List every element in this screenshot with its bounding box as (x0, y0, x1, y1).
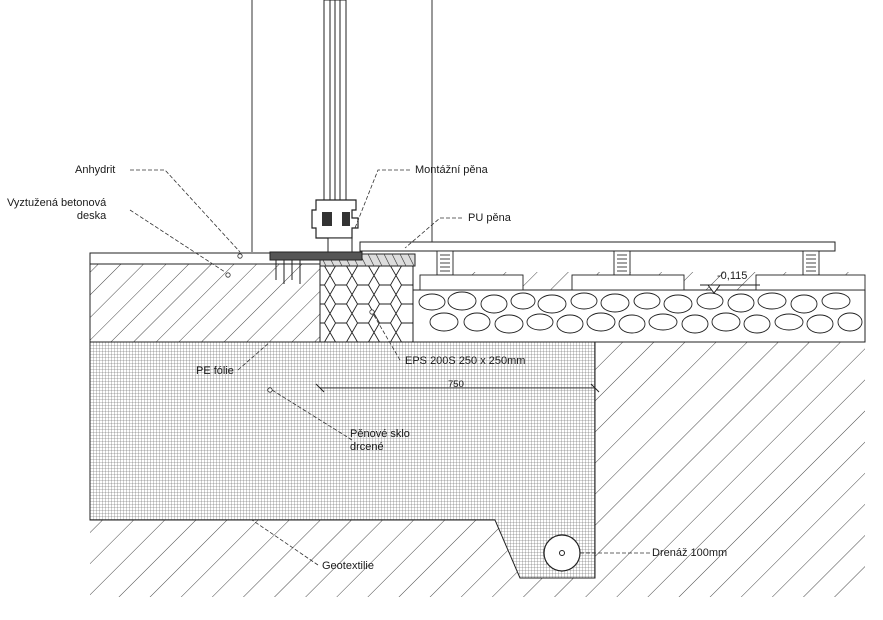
dimension-line (315, 383, 600, 393)
leader-lines (129, 169, 650, 566)
drain-pipe (543, 534, 581, 572)
label-geotextile: Geotextilie (322, 560, 374, 572)
label-dimension: 750 (448, 379, 464, 390)
label-level: -0,115 (717, 270, 748, 282)
eps-block (319, 265, 414, 343)
label-mounting-foam: Montážní pěna (415, 164, 488, 176)
label-anhydrit: Anhydrit (75, 164, 116, 176)
deck-board (359, 241, 836, 252)
gravel-layer (412, 289, 866, 343)
label-foam-glass: Pěnové sklo drcené (350, 428, 410, 453)
label-eps: EPS 200S 250 x 250mm (405, 355, 526, 367)
concrete-slab (89, 263, 321, 343)
label-drainage: Drenáž 100mm (652, 547, 728, 559)
label-reinforced-concrete-slab: Vyztužená betonová deska (7, 197, 107, 222)
level-marker (700, 284, 760, 294)
label-pu-foam: PU pěna (468, 212, 511, 224)
deck-pedestals (419, 250, 866, 291)
window-frame (251, 0, 433, 284)
label-pe-foil: PE fólie (196, 365, 234, 377)
